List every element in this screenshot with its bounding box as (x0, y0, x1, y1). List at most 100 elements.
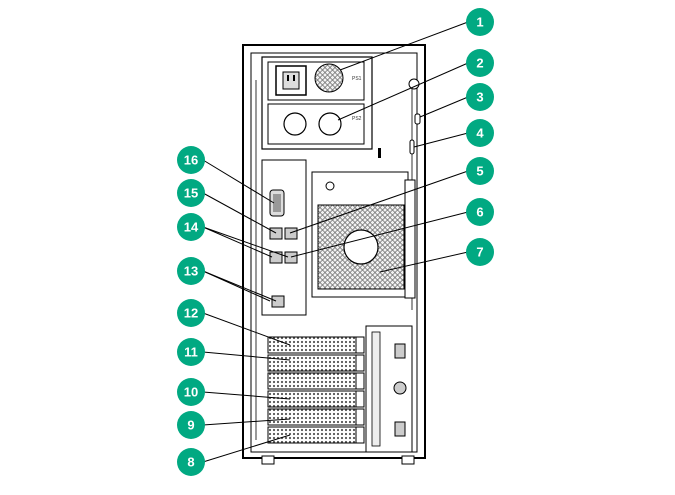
io-panel (261, 159, 307, 316)
chassis-inner-frame (250, 52, 418, 453)
expansion-slot-3 (267, 372, 365, 390)
callout-bubble-2 (466, 49, 494, 77)
callout-bubble-16 (177, 146, 205, 174)
callout-14: 14 (177, 213, 205, 241)
slot-bracket-4 (355, 390, 365, 408)
leader-line-16 (202, 159, 275, 204)
usb-port-1 (269, 227, 283, 240)
fan-handle (404, 179, 416, 299)
callout-bubble-1 (466, 8, 494, 36)
padlock-eye (408, 78, 420, 90)
nic-port-2 (284, 251, 298, 264)
callout-9: 9 (177, 411, 205, 439)
callout-2: 2 (466, 49, 494, 77)
io-panel-frame (261, 159, 307, 316)
ilo-management-port (271, 295, 285, 308)
slot-bracket-3 (355, 372, 365, 390)
slot-retention-panel (365, 325, 413, 453)
callout-bubble-10 (177, 378, 205, 406)
leader-line-5 (289, 170, 469, 234)
leader-line-14-1 (202, 226, 273, 258)
side-panel-latch (409, 139, 415, 155)
leader-line-4 (413, 132, 469, 148)
callout-16: 16 (177, 146, 205, 174)
callout-number-2: 2 (476, 56, 483, 71)
expansion-slot-1 (267, 336, 365, 354)
leader-lines (202, 21, 469, 463)
expansion-slot-4 (267, 390, 365, 408)
slot-bracket-6 (355, 426, 365, 444)
leader-line-3 (419, 96, 469, 118)
callout-number-6: 6 (476, 205, 483, 220)
psu-2-blank-hole-left (283, 112, 307, 136)
callout-number-8: 8 (187, 455, 194, 470)
callout-bubble-11 (177, 338, 205, 366)
callout-number-4: 4 (476, 126, 484, 141)
callout-number-7: 7 (476, 245, 483, 260)
callout-13: 13 (177, 257, 205, 285)
callout-bubble-13 (177, 257, 205, 285)
callout-number-15: 15 (184, 186, 198, 201)
callout-number-9: 9 (187, 418, 194, 433)
callout-bubble-6 (466, 198, 494, 226)
callout-5: 5 (466, 157, 494, 185)
callout-number-16: 16 (184, 153, 198, 168)
callout-number-10: 10 (184, 385, 198, 400)
callout-bubble-12 (177, 299, 205, 327)
leader-line-6 (290, 211, 469, 258)
callout-bubble-8 (177, 448, 205, 476)
callout-number-14: 14 (184, 220, 199, 235)
leader-line-11 (202, 351, 291, 361)
leader-line-9 (202, 418, 291, 426)
kensington-security-slot (414, 113, 421, 125)
callout-7: 7 (466, 238, 494, 266)
psu-bay: PS1 PS2 (261, 56, 373, 150)
power-supply-2-blank (267, 103, 365, 145)
callout-3: 3 (466, 83, 494, 111)
foot-right (401, 455, 415, 465)
leader-line-8 (202, 434, 291, 463)
callout-number-12: 12 (184, 306, 198, 321)
callout-number-11: 11 (184, 345, 198, 360)
callout-bubble-14 (177, 213, 205, 241)
slot-bracket-5 (355, 408, 365, 426)
nic-port-1 (269, 251, 283, 264)
foot-left (261, 455, 275, 465)
leader-line-12 (202, 312, 291, 346)
callout-15: 15 (177, 179, 205, 207)
psu-1-label: PS1 (352, 76, 362, 82)
leader-line-14-2 (202, 226, 289, 258)
fan-hub (343, 229, 379, 265)
callout-11: 11 (177, 338, 205, 366)
callout-bubble-5 (466, 157, 494, 185)
callout-number-5: 5 (476, 164, 483, 179)
expansion-slot-5 (267, 408, 365, 426)
expansion-slot-6 (267, 426, 365, 444)
slot-bracket-2 (355, 354, 365, 372)
callout-bubble-3 (466, 83, 494, 111)
expansion-slot-2 (267, 354, 365, 372)
leader-line-10 (202, 391, 291, 400)
leader-line-7 (379, 251, 469, 273)
callout-number-13: 13 (184, 264, 198, 279)
usb-port-2 (284, 227, 298, 240)
callout-bubble-7 (466, 238, 494, 266)
leader-line-13-2 (202, 270, 277, 302)
psu-2-blank-hole-right (318, 112, 342, 136)
leader-line-15 (202, 192, 277, 234)
callout-6: 6 (466, 198, 494, 226)
callout-number-1: 1 (476, 15, 483, 30)
callout-1: 1 (466, 8, 494, 36)
callout-12: 12 (177, 299, 205, 327)
callout-8: 8 (177, 448, 205, 476)
callout-bubble-4 (466, 119, 494, 147)
psu-1-fan (314, 63, 344, 93)
leader-line-1 (339, 21, 469, 71)
callout-number-3: 3 (476, 90, 483, 105)
slot-bracket-1 (355, 336, 365, 354)
leader-line-2 (337, 62, 469, 121)
system-fan-area (311, 171, 416, 299)
